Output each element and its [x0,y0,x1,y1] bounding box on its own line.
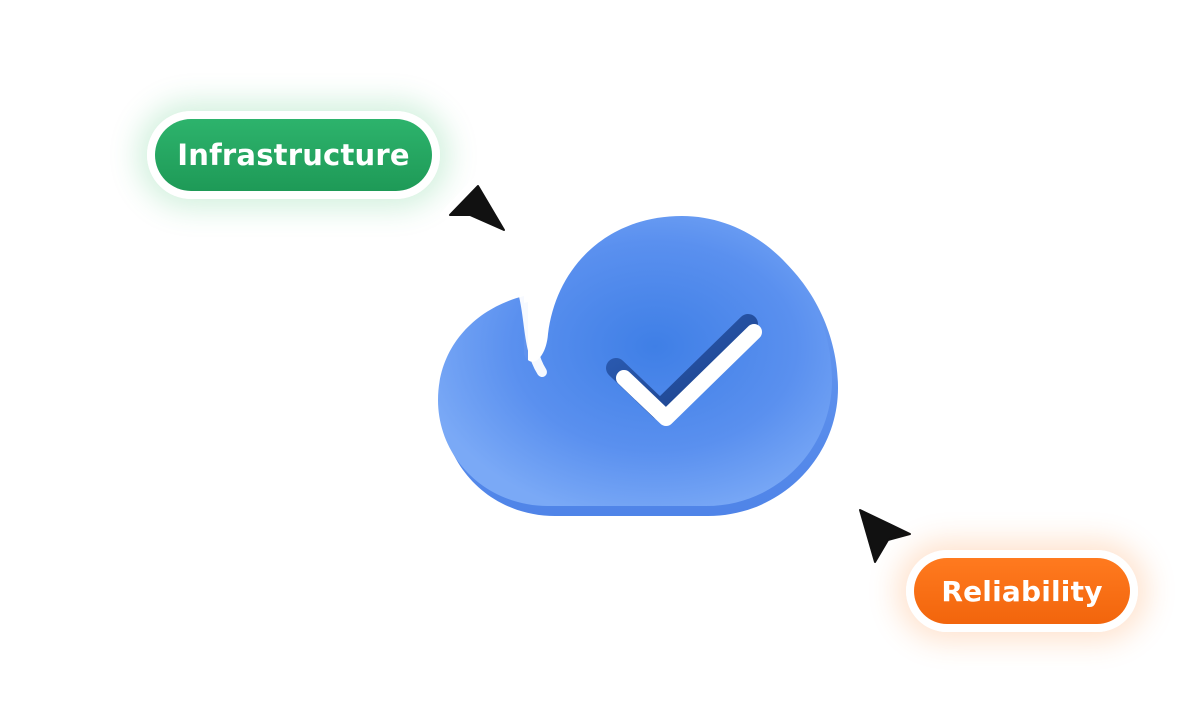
cloud-check-icon [438,216,838,516]
cursor-arrow-icon [852,500,920,574]
infrastructure-label: Infrastructure [155,119,432,191]
infrastructure-tag: Infrastructure [147,111,440,199]
cursor-arrow-icon [440,176,512,238]
reliability-tag: Reliability [906,550,1138,632]
reliability-label: Reliability [914,558,1130,624]
